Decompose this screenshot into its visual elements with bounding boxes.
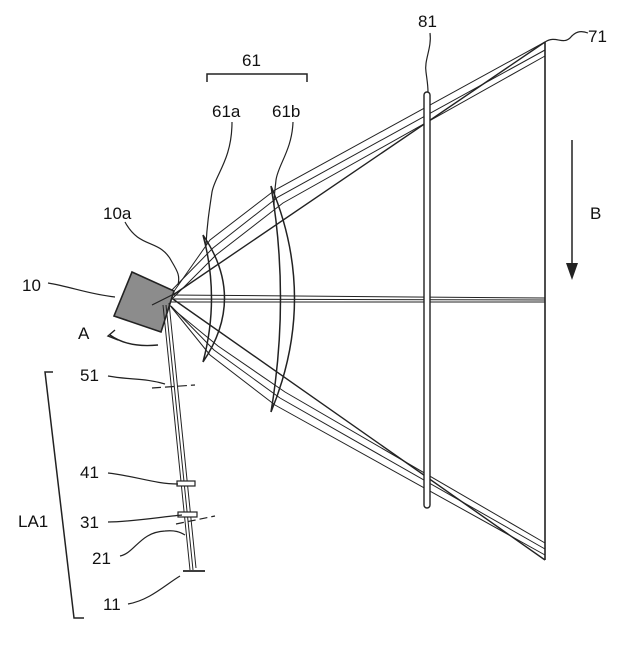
rotation-arrow-a [108,330,158,346]
label-71: 71 [588,27,607,46]
scanner-10 [114,272,178,332]
bracket-la1 [45,372,84,618]
bracket-61 [207,74,307,82]
element-41 [177,481,195,486]
lens-61a [203,235,225,362]
label-21: 21 [92,549,111,568]
label-10a: 10a [103,204,132,223]
label-10: 10 [22,276,41,295]
label-b: B [590,204,601,223]
label-61a: 61a [212,102,241,121]
label-31: 31 [80,513,99,532]
ray-bundle-lower [168,303,545,555]
element-31 [176,512,215,524]
label-61b: 61b [272,102,300,121]
label-51: 51 [80,366,99,385]
label-61: 61 [242,51,261,70]
label-81: 81 [418,12,437,31]
label-la1: LA1 [18,512,48,531]
plate-81 [424,92,430,508]
scan-direction-arrow-b [566,140,578,280]
ray-bundle-middle [170,295,545,302]
incident-beam [163,303,196,570]
label-a: A [78,324,90,343]
label-11: 11 [103,595,121,614]
label-41: 41 [80,463,99,482]
element-51 [152,385,195,388]
